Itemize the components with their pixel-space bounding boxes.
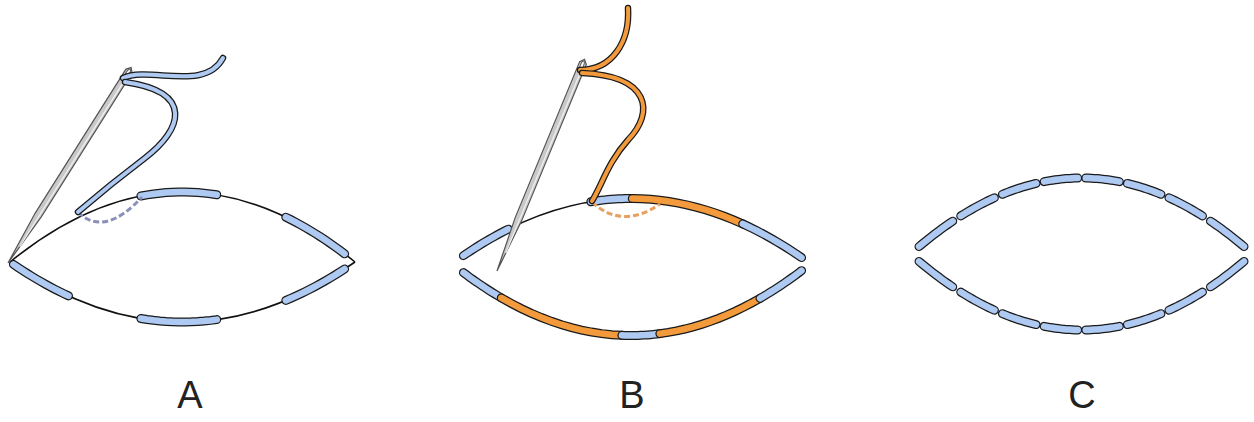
needle-group bbox=[8, 59, 586, 271]
thread bbox=[580, 8, 628, 70]
stitch bbox=[501, 298, 622, 335]
stitch bbox=[1169, 198, 1203, 216]
panel-label: A bbox=[177, 376, 202, 414]
stitch bbox=[961, 292, 995, 310]
panel-label: C bbox=[1068, 376, 1095, 414]
stitch bbox=[13, 264, 68, 295]
stitch bbox=[1210, 221, 1244, 246]
wound-edge bbox=[10, 262, 355, 322]
panel-label: B bbox=[619, 376, 644, 414]
wound-edge bbox=[460, 268, 805, 336]
thread bbox=[123, 58, 223, 78]
stitch bbox=[1086, 326, 1120, 330]
stitch bbox=[919, 261, 953, 286]
thread bbox=[582, 73, 643, 201]
stitch bbox=[622, 334, 660, 336]
wound-outline bbox=[10, 192, 805, 336]
stitch bbox=[919, 221, 953, 246]
stitch bbox=[141, 319, 217, 322]
stitch bbox=[286, 217, 345, 254]
stitch bbox=[1002, 314, 1036, 325]
stitch bbox=[760, 271, 802, 299]
needle bbox=[8, 68, 132, 263]
stitch bbox=[961, 198, 995, 216]
hidden-thread bbox=[592, 202, 660, 217]
stitch bbox=[1169, 292, 1203, 310]
thread-group bbox=[78, 8, 643, 212]
stitch bbox=[463, 229, 508, 255]
stitch bbox=[632, 199, 743, 224]
stitch bbox=[1127, 183, 1161, 194]
needle bbox=[497, 59, 586, 271]
stitch bbox=[286, 269, 345, 300]
stitch bbox=[1044, 326, 1078, 330]
stitch bbox=[463, 273, 501, 298]
stitch bbox=[141, 192, 217, 196]
stitch bbox=[1086, 178, 1120, 182]
wound-edge bbox=[10, 192, 355, 262]
stitch-group bbox=[13, 178, 1244, 335]
stitch bbox=[591, 199, 632, 202]
stitch bbox=[1210, 261, 1244, 286]
thread bbox=[78, 82, 175, 212]
stitch bbox=[1002, 183, 1036, 194]
stitch bbox=[743, 224, 802, 258]
stitch bbox=[1127, 314, 1161, 325]
stitch bbox=[660, 298, 760, 333]
stitch bbox=[1044, 178, 1078, 182]
